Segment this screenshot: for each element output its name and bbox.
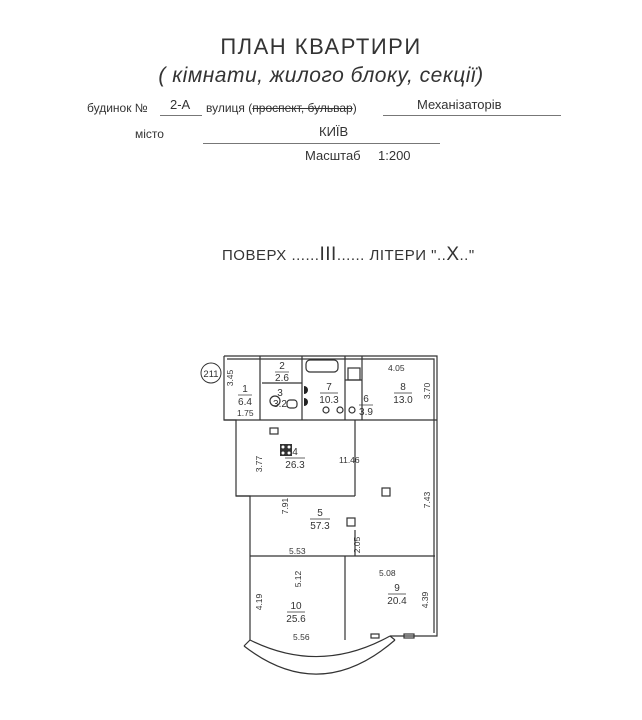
room-9-number: 9 (394, 583, 400, 594)
city-value: КИЇВ (319, 124, 349, 139)
dim-7-43: 7.43 (422, 491, 432, 508)
dim-2-05: 2.05 (352, 536, 362, 553)
room-7-number: 7 (326, 382, 332, 393)
dim-11-46: 11.46 (339, 455, 360, 465)
room-8-number: 8 (400, 382, 406, 393)
city-underline (203, 143, 440, 144)
room-1-area: 6.4 (238, 397, 252, 408)
dim-5-12: 5.12 (293, 570, 303, 587)
room-2-area: 2.6 (275, 373, 289, 384)
dim-3-70: 3.70 (422, 382, 432, 399)
room-10-area: 25.6 (286, 614, 306, 625)
room-6-number: 6 (363, 394, 369, 405)
page-subtitle: ( кімнати, жилого блоку, секції) (158, 64, 484, 87)
city-label: місто (135, 127, 164, 141)
room-3-number: 3 (277, 388, 283, 399)
dim-3-45: 3.45 (225, 369, 235, 386)
dim-5-08: 5.08 (379, 568, 396, 578)
room-5-area: 57.3 (310, 521, 330, 532)
street-value: Механізаторів (417, 97, 502, 112)
room-7-area: 10.3 (319, 395, 339, 406)
dim-3-77: 3.77 (254, 455, 264, 472)
room-10-number: 10 (290, 601, 302, 612)
dim-4-39: 4.39 (420, 591, 430, 608)
dim-7-91: 7.91 (280, 497, 290, 514)
dim-1-75: 1.75 (237, 408, 254, 418)
street-underline (383, 115, 561, 116)
room-8-area: 13.0 (393, 395, 413, 406)
room-3-area: 3.2 (273, 399, 287, 410)
building-label: будинок № (87, 101, 148, 115)
room-9-area: 20.4 (387, 596, 407, 607)
building-underline (160, 115, 202, 116)
street-label: вулиця (проспект, бульвар) (206, 101, 357, 115)
scale-value: 1:200 (378, 148, 411, 163)
ref-circle (200, 362, 222, 384)
room-4-number: 4 (292, 447, 298, 458)
dim-5-53: 5.53 (289, 546, 306, 556)
building-value: 2-А (170, 97, 191, 112)
dim-4-19: 4.19 (254, 593, 264, 610)
floor-number: III (319, 244, 337, 265)
room-4-area: 26.3 (285, 460, 305, 471)
scale-label: Масштаб (305, 148, 361, 163)
room-6-area: 3.9 (359, 407, 373, 418)
dim-5-56: 5.56 (293, 632, 310, 642)
floor-line: ПОВЕРХ ......III...... ЛІТЕРИ "..Х.." (222, 244, 475, 265)
ref-number: 211 (203, 369, 218, 380)
page-title: ПЛАН КВАРТИРИ (220, 34, 422, 59)
dim-4-05: 4.05 (388, 363, 405, 373)
floor-letter: Х (446, 244, 460, 265)
room-1-number: 1 (242, 384, 248, 395)
room-5-number: 5 (317, 508, 323, 519)
room-2-number: 2 (279, 361, 285, 372)
